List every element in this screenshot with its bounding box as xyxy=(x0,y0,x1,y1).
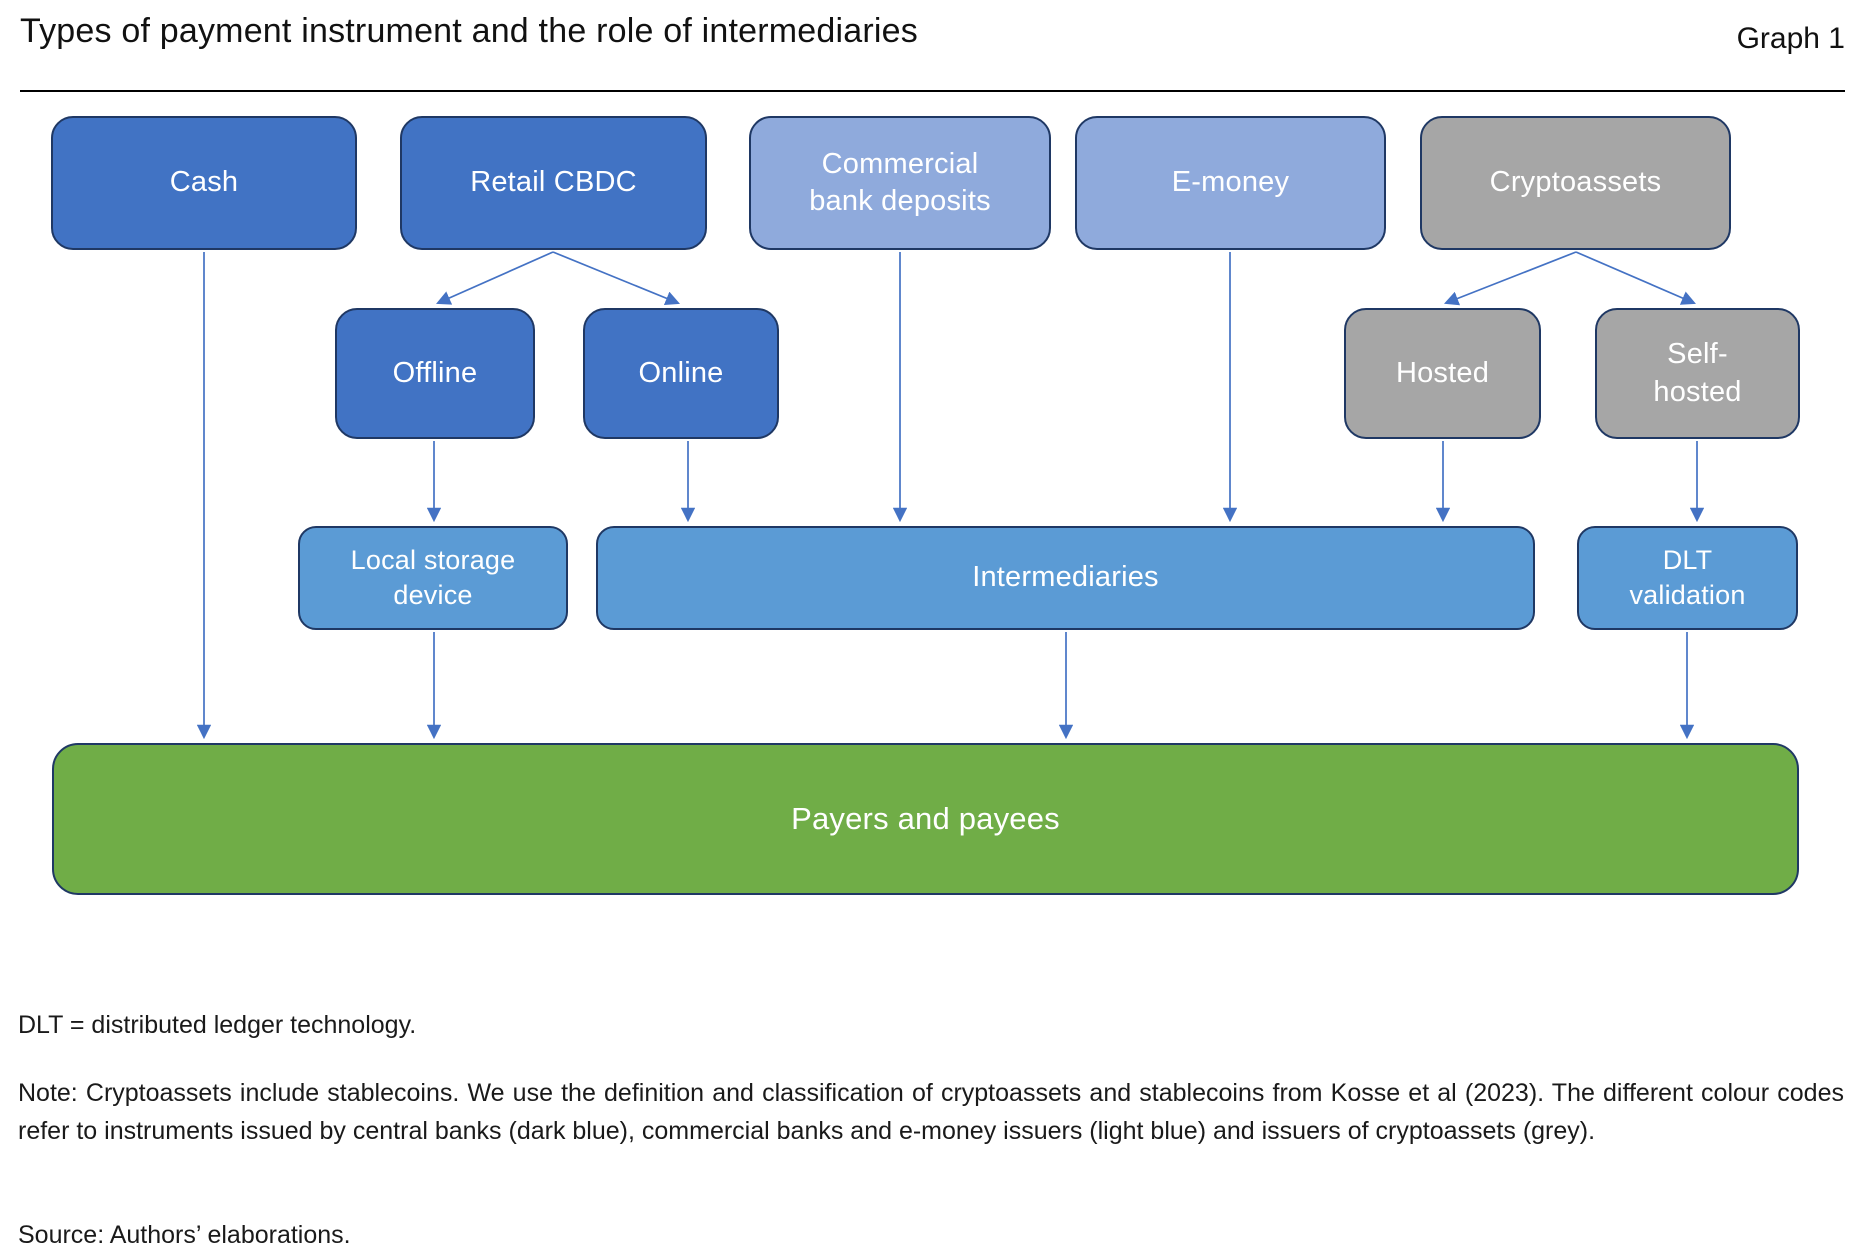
node-self-hosted: Self- hosted xyxy=(1595,308,1800,439)
node-cash: Cash xyxy=(51,116,357,250)
node-hosted: Hosted xyxy=(1344,308,1541,439)
node-retail-cbdc: Retail CBDC xyxy=(400,116,707,250)
arrow-retail-cbdc-to-online xyxy=(552,251,681,306)
arrow-retail-cbdc-to-offline xyxy=(436,251,554,305)
source-note: Source: Authors’ elaborations. xyxy=(18,1221,351,1249)
node-commercial-bank-deposits: Commercial bank deposits xyxy=(749,116,1051,250)
node-cryptoassets: Cryptoassets xyxy=(1420,116,1731,250)
node-e-money: E-money xyxy=(1075,116,1386,250)
graph-number-label: Graph 1 xyxy=(1736,22,1845,55)
abbreviation-note: DLT = distributed ledger technology. xyxy=(18,1011,417,1039)
arrow-cryptoassets-to-self-hosted xyxy=(1575,251,1696,305)
node-intermediaries: Intermediaries xyxy=(596,526,1535,630)
page-title: Types of payment instrument and the role… xyxy=(20,12,918,50)
node-online: Online xyxy=(583,308,779,439)
node-offline: Offline xyxy=(335,308,535,439)
node-payers-and-payees: Payers and payees xyxy=(52,743,1799,895)
title-divider xyxy=(20,90,1845,92)
node-local-storage-device: Local storage device xyxy=(298,526,568,630)
figure-note: Note: Cryptoassets include stablecoins. … xyxy=(18,1079,1844,1145)
node-dlt-validation: DLT validation xyxy=(1577,526,1798,630)
arrow-cryptoassets-to-hosted xyxy=(1443,251,1577,306)
